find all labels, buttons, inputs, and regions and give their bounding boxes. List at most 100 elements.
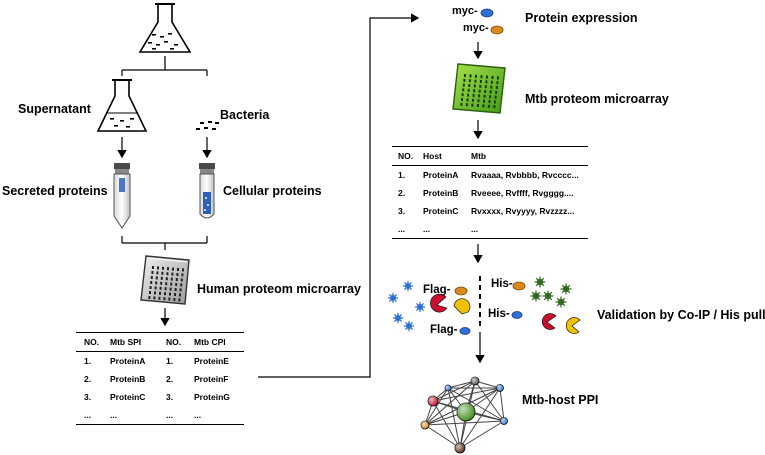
supernatant-label: Supernatant (18, 102, 91, 116)
array-spot (489, 95, 492, 99)
array-spot (468, 84, 471, 87)
array-spot (485, 80, 488, 84)
table-row: 2. ProteinB 2. ProteinF (76, 370, 244, 388)
table-header: Host (423, 151, 442, 161)
array-spot (460, 102, 463, 106)
array-spot (155, 276, 158, 280)
array-spot (478, 94, 481, 98)
green-particle-icon (557, 298, 565, 306)
table-cell: ProteinB (423, 188, 459, 198)
array-spot (488, 100, 491, 103)
split-bracket (121, 56, 208, 76)
myc-orange-protein-icon (490, 25, 504, 35)
array-spot (167, 267, 169, 271)
network-edge (447, 380, 476, 389)
array-spot (180, 283, 183, 287)
array-spot (178, 298, 181, 302)
array-spot (160, 276, 163, 280)
bacteria-icon (196, 121, 219, 130)
his-bottom-label: His- (488, 308, 510, 320)
network-node-highlight (445, 385, 451, 391)
table-cell: 1. (166, 356, 174, 366)
network-edge (447, 387, 461, 449)
table-cell: ... (110, 410, 118, 420)
cellular-proteins-label: Cellular proteins (223, 184, 322, 198)
array-spot (166, 272, 169, 276)
array-spot (175, 278, 178, 281)
array-spot (162, 266, 164, 270)
table-cell: 2. (84, 374, 92, 384)
table-header: Mtb CPI (194, 337, 226, 347)
table-cell: ProteinG (194, 392, 230, 402)
table-cell: 1. (84, 356, 92, 366)
array-spot (180, 278, 183, 282)
array-spot (483, 94, 486, 98)
table-header: Mtb (471, 151, 487, 161)
secreted-proteins-tube-icon (113, 163, 131, 229)
array-spot (495, 86, 498, 89)
network-node-highlight (428, 396, 438, 406)
secreted-proteins-label: Secreted proteins (2, 184, 108, 198)
myc-top-label: myc- (452, 5, 478, 17)
ppi-network-icon (420, 376, 508, 454)
blue-particle-icon (390, 295, 396, 301)
blue-particle-icon (405, 283, 411, 289)
validation-label: Validation by Co-IP / His pull-down (597, 308, 765, 322)
table-cell: 3. (84, 392, 92, 402)
supernatant-flask-icon (96, 79, 148, 132)
array-spot (182, 268, 184, 272)
table-row: 3. ProteinC 3. ProteinG (76, 388, 244, 406)
ppi-label: Mtb-host PPI (522, 393, 599, 407)
array-spot (174, 288, 177, 291)
table-row: 1. ProteinA 1. ProteinE (76, 352, 244, 370)
table-cell: ProteinE (194, 356, 229, 366)
myc-bottom-label: myc- (463, 22, 489, 34)
his-orange-protein-icon (512, 281, 526, 291)
network-edge (432, 387, 501, 402)
green-particle-icon (536, 278, 544, 286)
array-spot (490, 80, 493, 84)
array-spot (486, 75, 488, 79)
table-cell: 2. (398, 188, 406, 198)
network-edge (459, 387, 501, 449)
array-spot (493, 105, 496, 109)
table-header-row: NO. Mtb SPI NO. Mtb CPI (76, 333, 244, 352)
table-cell: 3. (398, 206, 406, 216)
array-spot (165, 282, 168, 286)
array-spot (476, 104, 479, 107)
flag-top-label: Flag- (423, 284, 451, 296)
network-edge (424, 420, 505, 426)
table-cell: Rveeee, Rvffff, Rvgggg.... (471, 188, 574, 198)
array-spot (479, 84, 482, 88)
green-particle-icon (562, 285, 570, 293)
array-spot (179, 293, 181, 297)
array-spot (480, 75, 483, 79)
array-spot (169, 287, 172, 291)
array-spot (466, 98, 469, 102)
table-cell: Rvxxxx, Rvyyyy, Rvzzzz... (471, 206, 575, 216)
green-particle-icon (532, 292, 540, 300)
array-spot (149, 286, 152, 289)
network-edge (424, 424, 461, 449)
table-cell: Rvaaaa, Rvbbbb, Rvcccc... (471, 170, 579, 180)
blue-particle-icon (395, 315, 401, 321)
mtb-microarray-icon (452, 63, 506, 114)
array-spot (157, 266, 159, 270)
network-node-highlight (457, 403, 475, 421)
table-header-row: NO. Host Mtb (392, 147, 588, 166)
table-cell: ProteinA (110, 356, 146, 366)
network-edge (432, 400, 461, 449)
array-spot (472, 98, 474, 102)
network-edge (459, 420, 505, 449)
network-node-highlight (455, 443, 465, 453)
array-spot (176, 273, 179, 276)
table-cell: 3. (166, 392, 174, 402)
table-cell: ... (398, 224, 406, 234)
table-header: Mtb SPI (110, 337, 142, 347)
array-spot (172, 267, 174, 271)
array-spot (461, 98, 463, 101)
array-spot (469, 74, 472, 78)
table-row: ... ... ... (392, 220, 588, 238)
network-node-highlight (471, 377, 479, 385)
